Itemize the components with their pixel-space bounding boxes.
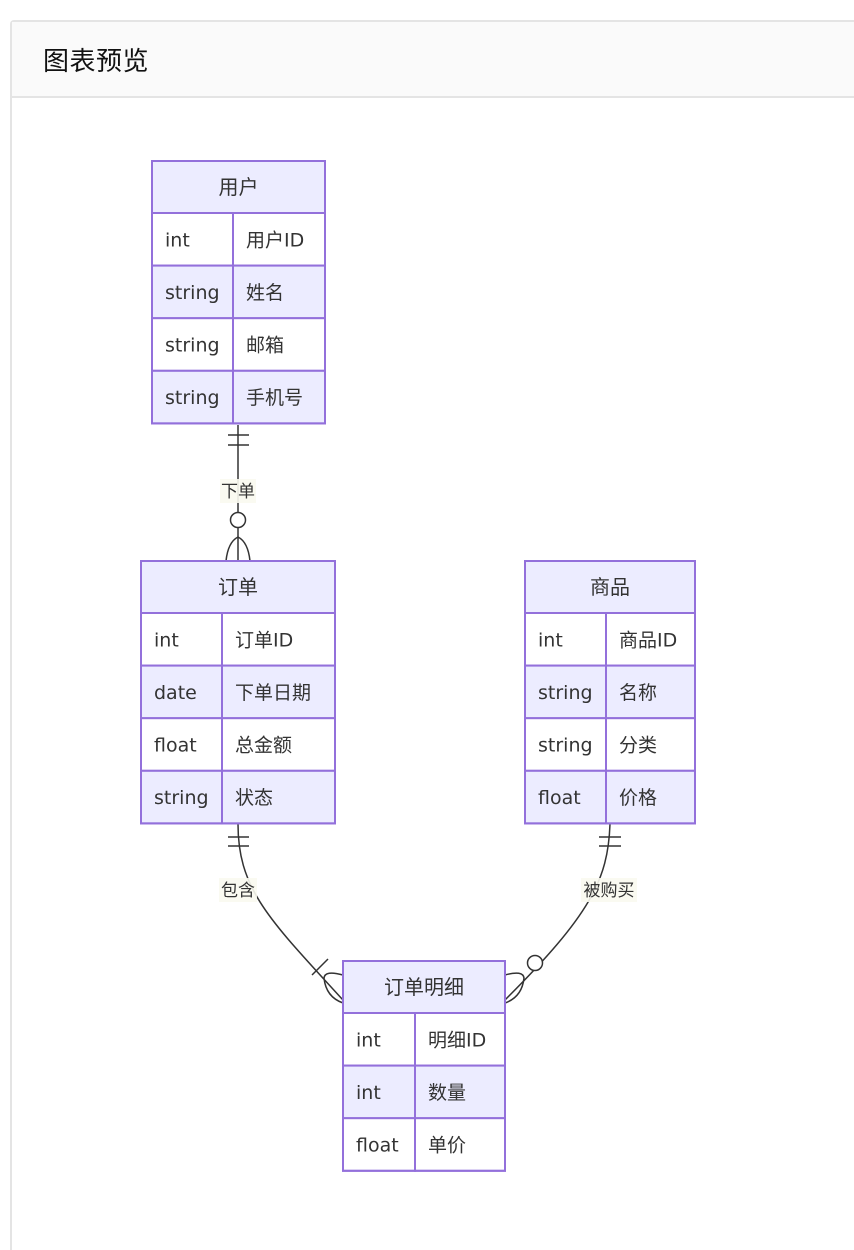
attribute-name: 订单ID bbox=[235, 629, 293, 651]
attribute-name: 单价 bbox=[428, 1135, 466, 1157]
attribute-row: string 手机号 bbox=[151, 369, 326, 425]
attribute-type: string bbox=[165, 335, 220, 357]
entity-title: 用户 bbox=[219, 175, 259, 199]
attribute-type: float bbox=[538, 787, 581, 809]
attribute-name: 总金额 bbox=[235, 735, 292, 757]
attribute-row: date 下单日期 bbox=[140, 664, 336, 720]
attribute-row: int 用户ID bbox=[151, 212, 326, 267]
attribute-type: string bbox=[538, 682, 593, 704]
attribute-name: 商品ID bbox=[619, 629, 677, 651]
exactly-one-marker bbox=[599, 836, 621, 847]
many-marker bbox=[323, 972, 344, 1004]
attribute-type: int bbox=[356, 1082, 381, 1104]
exactly-one-marker bbox=[228, 434, 249, 446]
attribute-name: 状态 bbox=[235, 787, 273, 809]
attribute-type: string bbox=[165, 387, 220, 409]
attribute-row: float 价格 bbox=[524, 769, 696, 825]
exactly-one-marker bbox=[228, 836, 249, 847]
relationship-product-orderitem bbox=[504, 823, 621, 1004]
attribute-name: 邮箱 bbox=[246, 335, 284, 357]
many-marker bbox=[504, 972, 525, 1004]
attribute-row: int 订单ID bbox=[140, 612, 336, 667]
attribute-row: string 名称 bbox=[524, 664, 696, 720]
attribute-name: 名称 bbox=[619, 682, 657, 704]
attribute-row: int 数量 bbox=[342, 1064, 506, 1120]
panel-header: 图表预览 bbox=[12, 22, 854, 98]
attribute-type: string bbox=[538, 735, 593, 757]
relationship-user-order bbox=[225, 425, 251, 562]
attribute-type: date bbox=[154, 682, 197, 704]
attribute-row: string 姓名 bbox=[151, 264, 326, 320]
relationship-label: 被购买 bbox=[581, 878, 637, 902]
svg-text:被购买: 被购买 bbox=[584, 881, 635, 901]
zero-marker bbox=[526, 954, 544, 972]
attribute-type: int bbox=[356, 1029, 381, 1051]
attribute-name: 分类 bbox=[619, 735, 657, 757]
attribute-name: 姓名 bbox=[246, 282, 284, 304]
attribute-name: 数量 bbox=[428, 1082, 466, 1104]
attribute-row: string 状态 bbox=[140, 769, 336, 825]
attribute-row: float 总金额 bbox=[140, 717, 336, 772]
attribute-row: string 分类 bbox=[524, 717, 696, 772]
panel-title: 图表预览 bbox=[43, 47, 150, 77]
attribute-type: string bbox=[165, 282, 220, 304]
svg-text:下单: 下单 bbox=[221, 482, 255, 502]
svg-text:包含: 包含 bbox=[221, 881, 255, 901]
attribute-type: int bbox=[165, 229, 190, 251]
relationship-label: 包含 bbox=[219, 878, 257, 902]
entity-product[interactable]: 商品 int 商品ID string 名称 string 分类 float 价格 bbox=[524, 560, 696, 825]
attribute-name: 明细ID bbox=[428, 1029, 486, 1051]
entity-user[interactable]: 用户 int 用户ID string 姓名 string 邮箱 string 手机号 bbox=[151, 160, 326, 425]
many-marker bbox=[225, 536, 251, 562]
attribute-row: string 邮箱 bbox=[151, 317, 326, 372]
entity-title: 订单 bbox=[218, 575, 258, 599]
relationship-lines bbox=[225, 425, 621, 1004]
attribute-name: 手机号 bbox=[246, 387, 303, 409]
attribute-name: 下单日期 bbox=[235, 682, 311, 704]
attribute-row: int 明细ID bbox=[342, 1012, 506, 1067]
attribute-name: 价格 bbox=[619, 787, 657, 809]
attribute-type: float bbox=[154, 735, 197, 757]
entity-order[interactable]: 订单 int 订单ID date 下单日期 float 总金额 string 状态 bbox=[140, 560, 336, 825]
attribute-type: int bbox=[538, 629, 563, 651]
entity-title: 订单明细 bbox=[384, 975, 464, 999]
attribute-type: int bbox=[154, 629, 179, 651]
entity-order-item[interactable]: 订单明细 int 明细ID int 数量 float 单价 bbox=[342, 960, 506, 1172]
attribute-row: int 商品ID bbox=[524, 612, 696, 667]
attribute-type: float bbox=[356, 1135, 399, 1157]
attribute-name: 用户ID bbox=[246, 229, 304, 251]
relationship-order-orderitem bbox=[228, 823, 344, 1004]
entity-title: 商品 bbox=[590, 575, 630, 599]
attribute-type: string bbox=[154, 787, 209, 809]
attribute-row: float 单价 bbox=[342, 1117, 506, 1172]
relationship-label: 下单 bbox=[220, 479, 256, 503]
zero-marker bbox=[229, 511, 247, 529]
one-marker bbox=[311, 958, 329, 976]
